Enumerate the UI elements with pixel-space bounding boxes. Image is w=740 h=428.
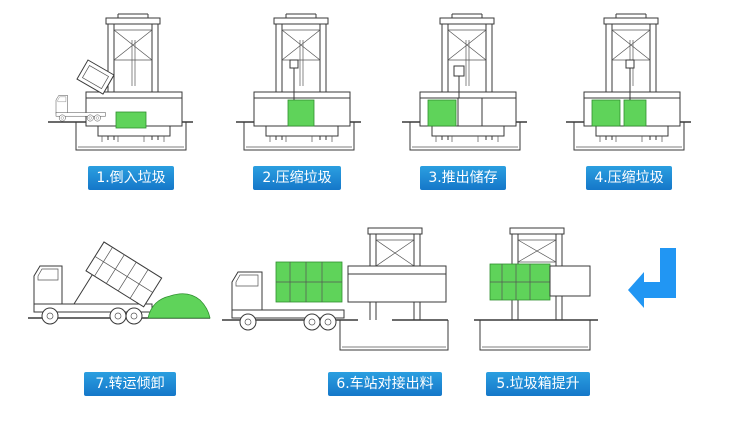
step-5-label: 5.垃圾箱提升	[486, 372, 590, 396]
l-shaped-arrow-icon	[628, 248, 676, 308]
step-3-illustration	[401, 13, 528, 151]
step-1-illustration	[67, 13, 194, 151]
step-4-label: 4.压缩垃圾	[586, 166, 672, 190]
step-1-label: 1.倒入垃圾	[88, 166, 174, 190]
step-6-label: 6.车站对接出料	[328, 372, 442, 396]
step-2-label: 2.压缩垃圾	[253, 166, 341, 190]
step-7-illustration	[28, 241, 211, 325]
step-6-illustration	[222, 227, 449, 351]
step-3-label: 3.推出储存	[420, 166, 506, 190]
step-4-illustration	[565, 13, 692, 151]
step-5-illustration	[474, 227, 598, 351]
step-2-illustration	[235, 13, 362, 151]
step-7-label: 7.转运倾卸	[84, 372, 176, 396]
